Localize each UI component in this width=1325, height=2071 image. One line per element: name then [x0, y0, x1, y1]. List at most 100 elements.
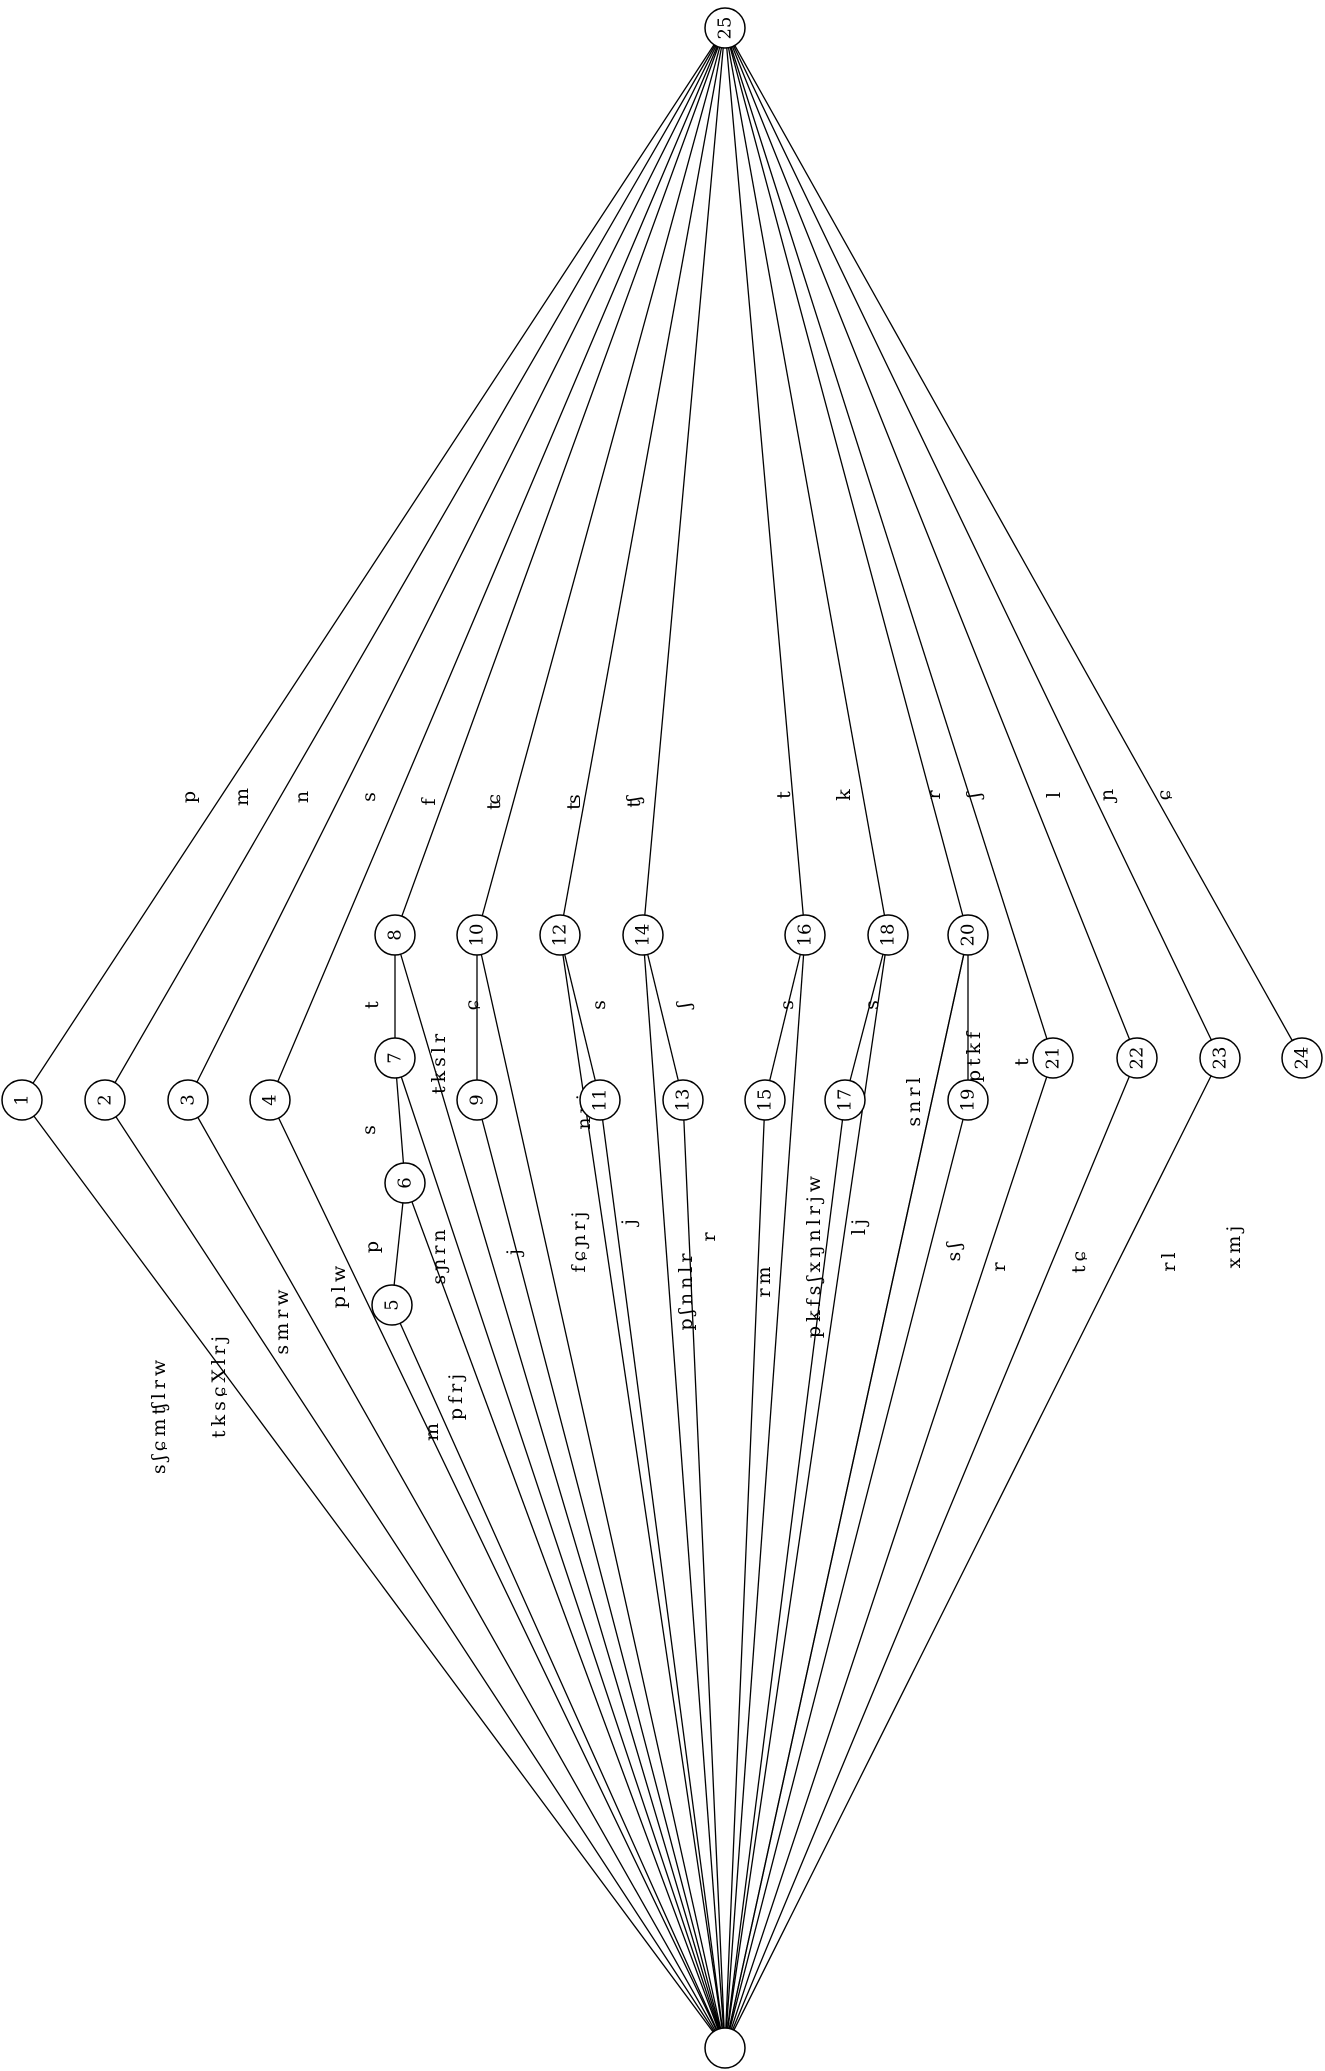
edge-n25-n21	[724, 27, 1054, 1059]
edge-label-n25-n23: ɲ	[1096, 785, 1118, 803]
edge-label-n19-n0: r	[988, 1258, 1010, 1271]
edge-label-n23-n0: xmj	[1223, 1222, 1245, 1269]
node-label: 5	[382, 1299, 403, 1310]
node-circle	[374, 914, 416, 956]
node-circle	[662, 1079, 704, 1121]
edge-n5-n0	[391, 1304, 726, 2049]
edge-n7-n6	[394, 1057, 406, 1184]
node-label: 9	[467, 1094, 488, 1105]
node-circle	[784, 914, 826, 956]
node-circle	[947, 914, 989, 956]
node-label: 16	[795, 924, 816, 947]
edge-n18-n17	[844, 934, 889, 1101]
node-3: 3	[167, 1079, 209, 1121]
edge-label-n17-n0: lj	[848, 1215, 870, 1235]
edge-n9-n0	[476, 1099, 726, 2049]
node-21: 21	[1032, 1037, 1074, 1079]
node-circle	[456, 914, 498, 956]
node-label: 15	[755, 1089, 776, 1112]
edge-label-n3-n0: smrw	[271, 1285, 293, 1354]
node-circle	[539, 914, 581, 956]
edge-n25-n18	[724, 27, 889, 936]
edge-label-n8-n0: tkslr	[428, 1030, 450, 1094]
node-circle	[84, 1079, 126, 1121]
node-15: 15	[744, 1079, 786, 1121]
edge-n25-n4	[269, 27, 726, 1101]
edge-label-n25-n8: f	[418, 794, 440, 805]
node-label: 3	[178, 1094, 199, 1105]
edge-label-n20-n0: ptkf	[963, 1028, 985, 1082]
edge-n1-n0	[21, 1099, 726, 2049]
node-label: 11	[590, 1089, 611, 1112]
node-4: 4	[249, 1079, 291, 1121]
edge-n21-n0	[724, 1057, 1054, 2049]
edge-label-n7-n0: sɲrn	[428, 1225, 450, 1284]
edge-label-n22-n0: rl	[1158, 1248, 1180, 1271]
edge-n10-n0	[476, 934, 726, 2049]
node-2: 2	[84, 1079, 126, 1121]
node-circle	[1281, 1037, 1323, 1079]
node-6: 6	[384, 1162, 426, 1204]
edge-n20-n0	[724, 934, 969, 2049]
edge-label-n10-n0: fɕɲrj	[568, 1208, 590, 1273]
edge-n25-n14	[642, 27, 726, 936]
node-23: 23	[1199, 1037, 1241, 1079]
edge-label-n25-n3: n	[291, 787, 313, 803]
node-14: 14	[622, 914, 664, 956]
edge-n8-n0	[394, 934, 726, 2049]
edge-label-n25-n1: p	[178, 787, 200, 803]
edge-n7-n0	[394, 1057, 726, 2049]
edge-n18-n0	[724, 934, 889, 2049]
edge-n15-n0	[724, 1099, 766, 2049]
node-circle	[374, 1037, 416, 1079]
node-circle	[1199, 1037, 1241, 1079]
edge-n16-n15	[764, 934, 806, 1101]
edge-n25-n2	[104, 27, 726, 1101]
edge-n4-n0	[269, 1099, 726, 2049]
node-circle	[371, 1284, 413, 1326]
node-circle	[824, 1079, 866, 1121]
edge-label-n6-n0: pfrj	[445, 1370, 467, 1420]
node-circle	[622, 914, 664, 956]
edge-label-n20-n0: sʃ	[943, 1239, 965, 1262]
edge-label-n25-n12: ʦ	[563, 790, 585, 810]
node-17: 17	[824, 1079, 866, 1121]
node-5: 5	[371, 1284, 413, 1326]
node-9: 9	[456, 1079, 498, 1121]
node-label: 6	[395, 1177, 416, 1188]
edge-n25-n8	[394, 27, 726, 936]
edge-label-n21-n0: tɕ	[1068, 1247, 1090, 1273]
node-24: 24	[1281, 1037, 1323, 1079]
edge-label-n25-n18: k	[833, 785, 855, 801]
node-circle	[744, 1079, 786, 1121]
node-label: 23	[1210, 1047, 1231, 1070]
edge-label-n12-n11: s	[588, 996, 610, 1010]
edge-n14-n13	[642, 934, 684, 1101]
edge-label-n4-n0: plw	[328, 1262, 350, 1309]
edge-n6-n0	[404, 1182, 726, 2049]
node-circle	[704, 2027, 746, 2069]
node-label: 20	[958, 924, 979, 947]
edge-n25-n12	[559, 27, 726, 936]
node-label: 8	[385, 929, 406, 940]
edge-label-n25-n22: l	[1043, 788, 1065, 798]
node-circle	[579, 1079, 621, 1121]
edge-label-n16-n0: pkfsʃxŋnlrjw	[803, 1172, 825, 1338]
edge-n25-n24	[724, 27, 1303, 1059]
node-19: 19	[947, 1079, 989, 1121]
edge-n17-n0	[724, 1099, 846, 2049]
edge-label-n16-n15: s	[776, 996, 798, 1010]
edge-n23-n0	[724, 1057, 1221, 2049]
node-label: 2	[95, 1094, 116, 1105]
node-circle	[1, 1079, 43, 1121]
edge-label-n6-n5: p	[361, 1237, 383, 1253]
node-circle	[249, 1079, 291, 1121]
node-10: 10	[456, 914, 498, 956]
node-12: 12	[539, 914, 581, 956]
node-label: 25	[715, 17, 736, 40]
node-label: 13	[673, 1089, 694, 1112]
node-circle	[384, 1162, 426, 1204]
